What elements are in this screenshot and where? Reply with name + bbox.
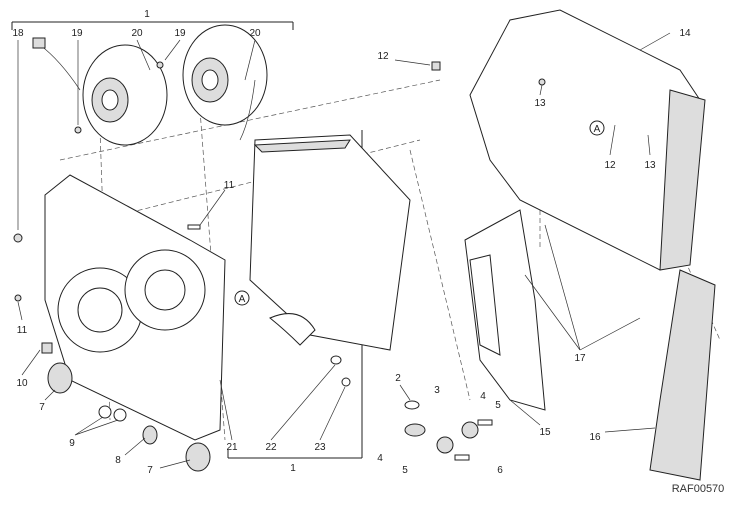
label-15: 15 — [539, 427, 551, 438]
label-12: 12 — [604, 160, 616, 171]
fan-wire-right — [239, 79, 256, 141]
fan-wire — [39, 44, 81, 91]
label-13: 13 — [534, 98, 546, 109]
label-4: 4 — [377, 453, 383, 464]
label-3: 3 — [434, 385, 440, 396]
label-7: 7 — [147, 465, 153, 476]
part-labels: 1 18 19 20 19 20 12 14 13 12 13 11 11 10… — [12, 9, 691, 476]
label-2: 2 — [395, 373, 401, 384]
label-11: 11 — [17, 325, 28, 336]
label-19: 19 — [174, 28, 186, 39]
label-21: 21 — [226, 442, 238, 453]
svg-text:A: A — [594, 124, 601, 135]
radiator — [249, 134, 411, 351]
label-18: 18 — [12, 28, 24, 39]
label-16: 16 — [589, 432, 601, 443]
label-9: 9 — [69, 438, 75, 449]
fan-shroud — [44, 174, 226, 441]
label-20: 20 — [249, 28, 261, 39]
label-1-top: 1 — [144, 9, 150, 20]
leader-lines — [17, 32, 671, 469]
assembly-bracket-top — [11, 21, 294, 30]
label-13: 13 — [644, 160, 656, 171]
ref-marker-a-left: A — [234, 290, 250, 306]
label-14: 14 — [679, 28, 691, 39]
connector — [32, 37, 46, 49]
label-20: 20 — [131, 28, 143, 39]
label-5: 5 — [495, 400, 501, 411]
label-23: 23 — [314, 442, 326, 453]
label-5: 5 — [402, 465, 408, 476]
drawing-code: RAF00570 — [672, 483, 725, 495]
ref-marker-a-right: A — [589, 120, 605, 136]
label-19: 19 — [71, 28, 83, 39]
label-6: 6 — [497, 465, 503, 476]
label-11: 11 — [224, 180, 235, 191]
label-10: 10 — [16, 378, 28, 389]
svg-text:A: A — [239, 294, 246, 305]
side-panel-15 — [464, 209, 546, 411]
hardware — [13, 61, 546, 472]
side-panel-16 — [649, 269, 716, 481]
label-12: 12 — [377, 51, 389, 62]
label-8: 8 — [115, 455, 121, 466]
label-22: 22 — [265, 442, 277, 453]
label-7: 7 — [39, 402, 45, 413]
fan-left — [82, 44, 168, 146]
label-4: 4 — [480, 391, 486, 402]
label-17: 17 — [574, 353, 586, 364]
fan-right — [182, 24, 268, 126]
side-panel-upper — [469, 9, 706, 271]
label-1-bottom: 1 — [290, 463, 296, 474]
